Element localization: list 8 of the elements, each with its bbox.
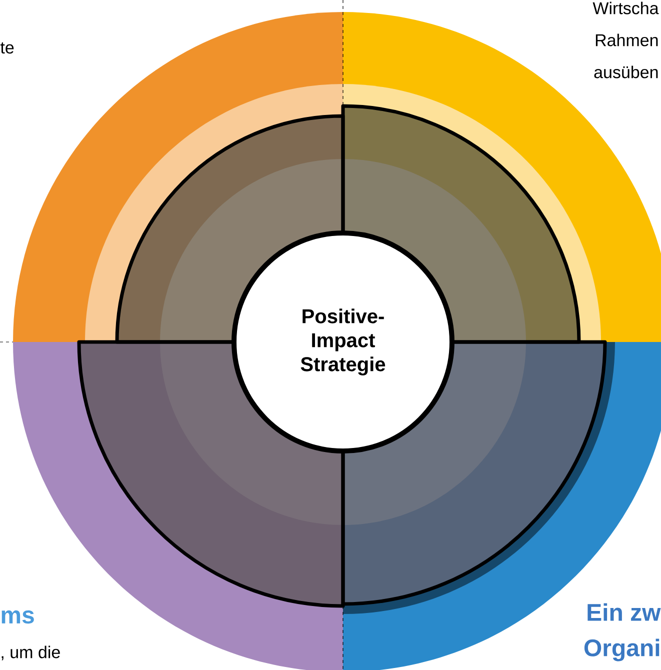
body-text: ausüben — [594, 66, 658, 78]
heading-text: Organi — [584, 638, 660, 662]
heading-text: Ein zw — [588, 603, 661, 621]
body-text: te — [0, 42, 14, 54]
body-text: Wirtscha — [592, 2, 659, 14]
body-text: , um die — [2, 646, 60, 660]
heading-text: ms — [2, 610, 34, 624]
body-text: Rahmen — [596, 34, 658, 46]
